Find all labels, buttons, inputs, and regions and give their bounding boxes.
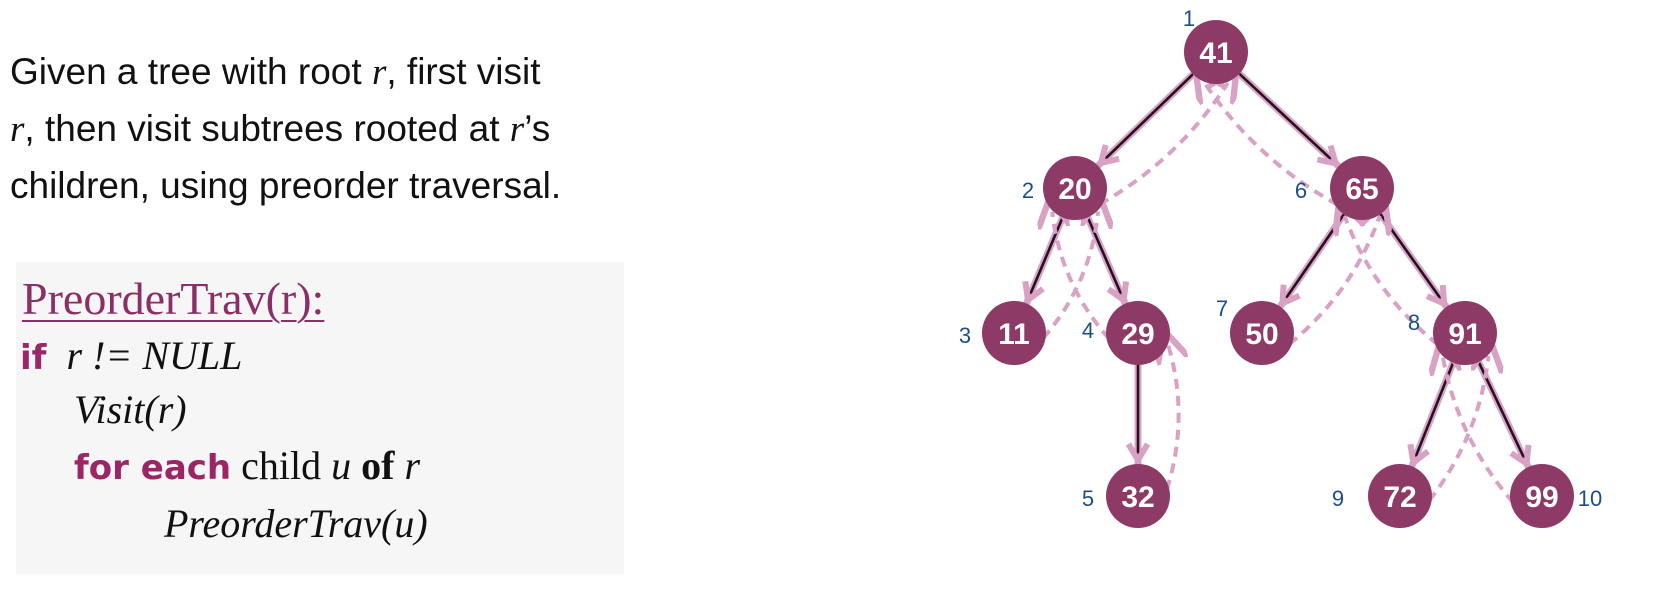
return-arrow-n99-n91 [1443, 358, 1515, 504]
visit-line: Visit(r) [74, 387, 187, 432]
tree-node-72: 72 9 [1332, 464, 1432, 528]
return-arrow-n91-n65 [1345, 216, 1440, 347]
visit-order-label: 10 [1578, 486, 1602, 511]
recursive-call-line: PreorderTrav(u) [164, 501, 428, 546]
tree-node-91: 91 8 [1408, 301, 1497, 365]
visit-order-label: 9 [1332, 486, 1344, 511]
for-each-keyword: for each [74, 448, 232, 488]
if-condition: r != NULL [66, 333, 243, 378]
node-value: 20 [1058, 173, 1091, 206]
return-arrow-n11-n20 [1041, 212, 1098, 340]
visit-order-label: 5 [1082, 486, 1094, 511]
edge-n41-n65 [1235, 70, 1343, 170]
tree-node-99: 99 10 [1510, 464, 1602, 528]
traversal-arrows [1041, 83, 1515, 504]
node-circle [1433, 301, 1497, 365]
pseudocode-box: PreorderTrav(r): if r != NULL Visit(r) f… [16, 262, 624, 574]
node-value: 50 [1245, 318, 1278, 351]
node-value: 65 [1345, 173, 1378, 206]
tree-node-41: 411 [1183, 6, 1248, 84]
node-value: 32 [1121, 481, 1154, 514]
return-arrow-n29-n20 [1052, 212, 1111, 340]
pseudocode-title: PreorderTrav(r): [22, 273, 325, 324]
for-line: for each child u of r [74, 443, 421, 488]
node-value: 29 [1121, 318, 1154, 351]
node-circle [1368, 464, 1432, 528]
description-line-3: children, using preorder traversal. [10, 165, 562, 206]
visit-order-label: 1 [1183, 6, 1195, 31]
node-circle [1106, 301, 1170, 365]
visit-order-label: 8 [1408, 310, 1420, 335]
tree-node-20: 20 2 [1022, 156, 1107, 220]
description: Given a tree with root r, first visit r,… [10, 44, 650, 214]
node-circle [1230, 301, 1294, 365]
visit-order-label: 4 [1082, 318, 1094, 343]
edge-n29-n32 [1125, 361, 1151, 468]
description-line-2: r, then visit subtrees rooted at r’s [10, 108, 551, 150]
node-circle [1106, 464, 1170, 528]
return-arrow-n65-n41 [1205, 83, 1339, 207]
node-circle [982, 301, 1046, 365]
visit-order-label: 6 [1295, 178, 1307, 203]
node-circle [1184, 20, 1248, 84]
tree-node-29: 29 4 [1082, 301, 1170, 365]
visit-order-label: 2 [1022, 178, 1034, 203]
if-keyword: if [20, 338, 47, 378]
tree-edges [1022, 70, 1532, 471]
tree-node-65: 65 6 [1295, 156, 1394, 220]
node-value: 41 [1199, 37, 1232, 70]
return-arrow-n32-n29 [1167, 346, 1179, 491]
visit-order-label: 3 [959, 323, 971, 348]
node-value: 72 [1383, 481, 1416, 514]
edge-n41-n20 [1094, 70, 1197, 170]
visit-order-label: 7 [1216, 296, 1228, 321]
node-circle [1043, 156, 1107, 220]
node-circle [1510, 464, 1574, 528]
edge-n91-n99 [1475, 358, 1532, 471]
return-arrow-n72-n91 [1427, 356, 1488, 502]
tree-node-32: 32 5 [1082, 464, 1170, 528]
return-arrow-n50-n65 [1288, 216, 1379, 346]
node-value: 11 [998, 318, 1030, 351]
edge-n65-n50 [1276, 210, 1348, 311]
if-line: if r != NULL [20, 332, 242, 379]
node-value: 99 [1525, 481, 1558, 514]
tree-node-50: 50 7 [1216, 296, 1294, 365]
description-line-1: Given a tree with root r, first visit [10, 51, 541, 93]
tree-node-11: 11 3 [959, 301, 1046, 365]
edge-n65-n91 [1377, 210, 1450, 311]
node-circle [1330, 156, 1394, 220]
node-value: 91 [1448, 318, 1481, 351]
